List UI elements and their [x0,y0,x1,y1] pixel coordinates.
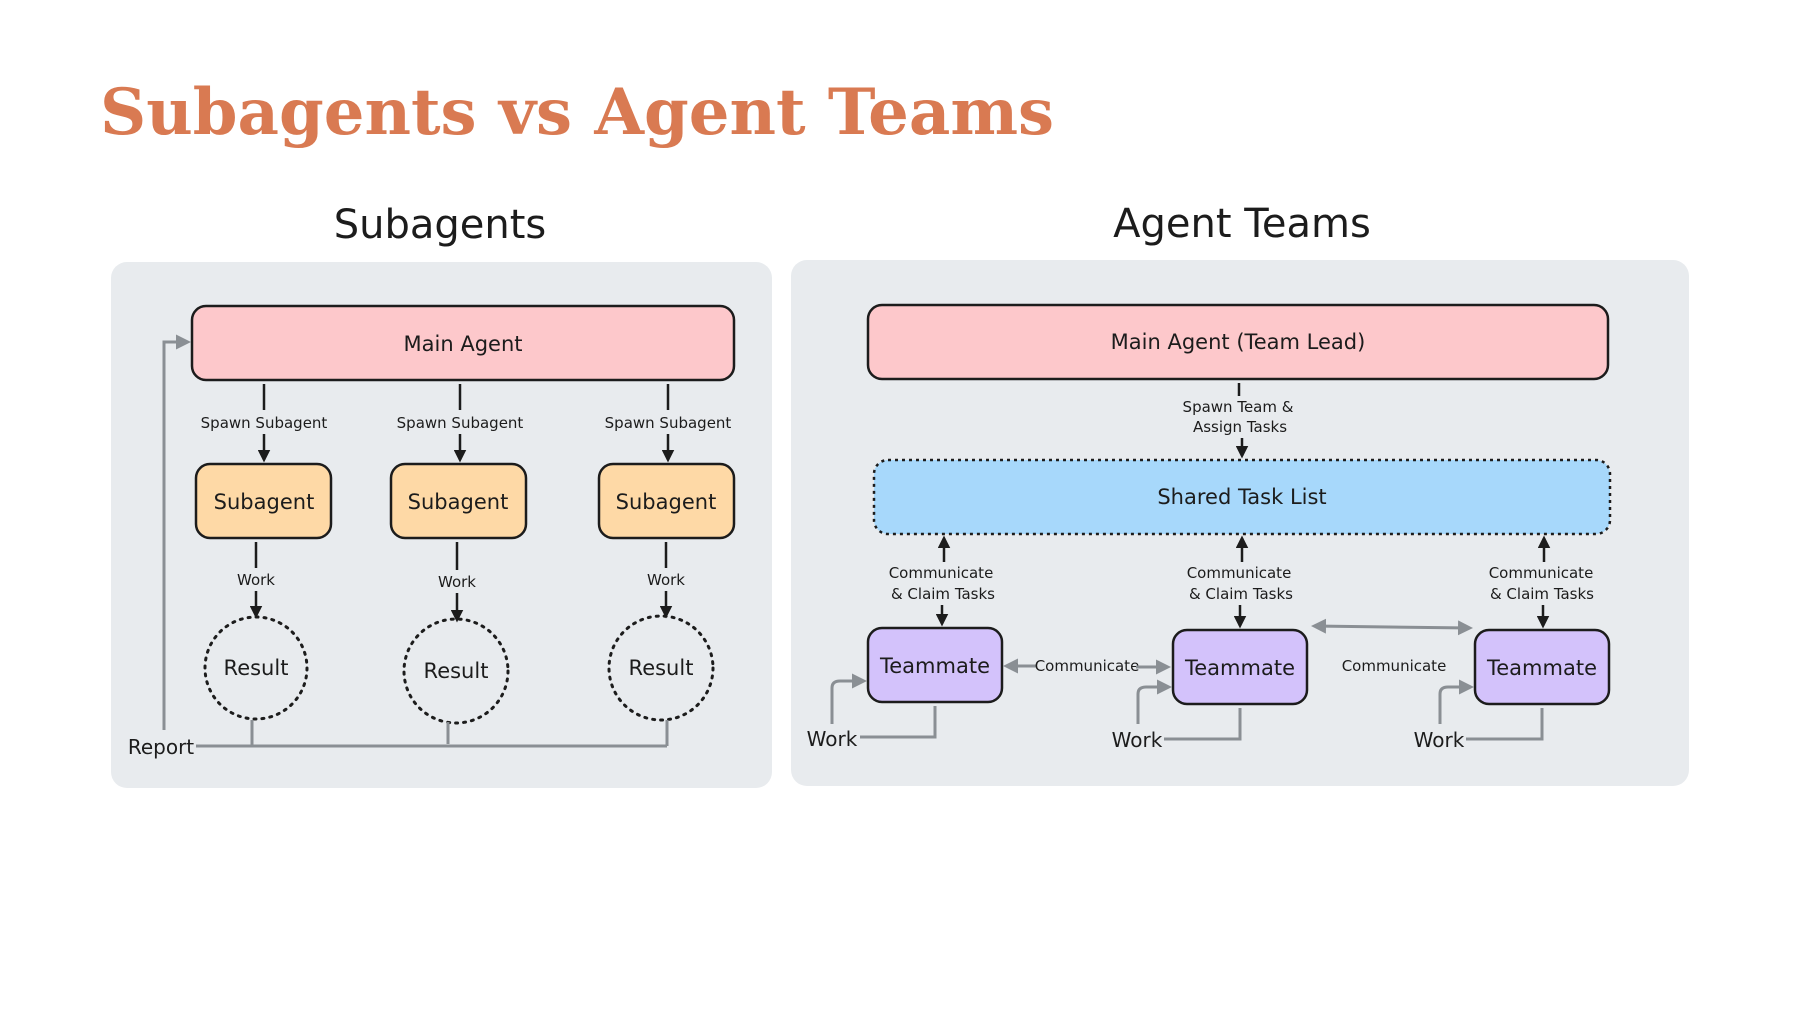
page-title: Subagents vs Agent Teams [100,75,1054,150]
claim-label-3b: & Claim Tasks [1490,585,1594,603]
report-return-arrow [162,334,191,730]
work-loop-line-2 [1164,708,1242,741]
claim-label-2a: Communicate [1187,564,1292,582]
result-label-3: Result [629,656,694,680]
result-circle-1 [203,615,309,721]
work-label-3: Work [647,571,685,589]
agent-teams-heading: Agent Teams [1113,201,1371,247]
teammate-box-3 [1473,628,1611,706]
teammate-box-2 [1171,628,1309,706]
subagents-main-agent-box [190,304,736,382]
subagent-label-1: Subagent [214,490,315,514]
work-loop-arrow-2 [1136,679,1172,724]
spawn-team-label-2: Assign Tasks [1193,418,1287,436]
shared-task-list-label: Shared Task List [1157,485,1326,509]
claim-label-3a: Communicate [1489,564,1594,582]
subagent-box-1 [194,462,333,540]
result-label-1: Result [224,656,289,680]
team-work-label-2: Work [1112,728,1163,752]
result-label-2: Result [424,659,489,683]
work-loop-arrow-3 [1438,679,1474,724]
teammate-label-3: Teammate [1486,656,1597,680]
subagent-box-2 [389,462,528,540]
spawn-label-1: Spawn Subagent [201,414,328,432]
claim-label-1a: Communicate [889,564,994,582]
team-lead-label: Main Agent (Team Lead) [1111,330,1366,354]
teammate-label-2: Teammate [1184,656,1295,680]
work-loop-line-1 [860,706,937,739]
communicate-label-1: Communicate [1035,657,1140,675]
teammate-box-1 [866,626,1004,704]
teammate-label-1: Teammate [879,654,990,678]
subagent-label-2: Subagent [408,490,509,514]
result-circle-3 [607,614,715,722]
spawn-label-3: Spawn Subagent [605,414,732,432]
subagent-box-3 [597,462,736,540]
claim-label-2b: & Claim Tasks [1189,585,1293,603]
spawn-team-label-1: Spawn Team & [1183,398,1294,416]
result-circle-2 [402,617,510,725]
shared-task-list-box [872,458,1612,536]
team-work-label-1: Work [807,727,858,751]
team-lead-box [866,303,1610,381]
work-loop-line-3 [1466,708,1544,741]
report-label: Report [128,735,194,759]
subagent-label-3: Subagent [616,490,717,514]
subagents-main-agent-label: Main Agent [404,332,523,356]
subagents-heading: Subagents [334,202,547,248]
work-label-2: Work [438,573,476,591]
communicate-label-2: Communicate [1342,657,1447,675]
communicate-arrow-2 [1311,618,1473,636]
spawn-label-2: Spawn Subagent [397,414,524,432]
work-loop-arrow-1 [830,673,867,724]
claim-label-1b: & Claim Tasks [891,585,995,603]
team-work-label-3: Work [1414,728,1465,752]
work-label-1: Work [237,571,275,589]
